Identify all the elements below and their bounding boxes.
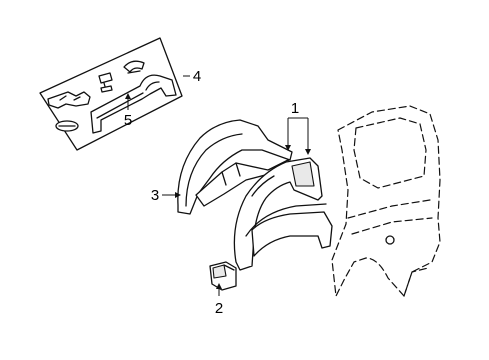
leader-lines (125, 75, 311, 296)
callout-4: 4 (193, 68, 201, 85)
wheelhouse-bracket (90, 74, 177, 134)
callout-3: 3 (151, 187, 159, 204)
retainer-clip-right (123, 60, 145, 74)
corner-piece (209, 261, 237, 291)
quarter-panel-outline (331, 105, 441, 297)
callout-5: 5 (124, 112, 132, 129)
hardware-kit-box (39, 37, 183, 151)
retainer-clip-left (47, 91, 91, 109)
push-pin-fastener (98, 72, 113, 93)
callout-2: 2 (215, 300, 223, 317)
callout-1: 1 (291, 100, 299, 117)
grommet-clip (55, 120, 79, 132)
outer-wheelhouse-liner (233, 157, 333, 271)
